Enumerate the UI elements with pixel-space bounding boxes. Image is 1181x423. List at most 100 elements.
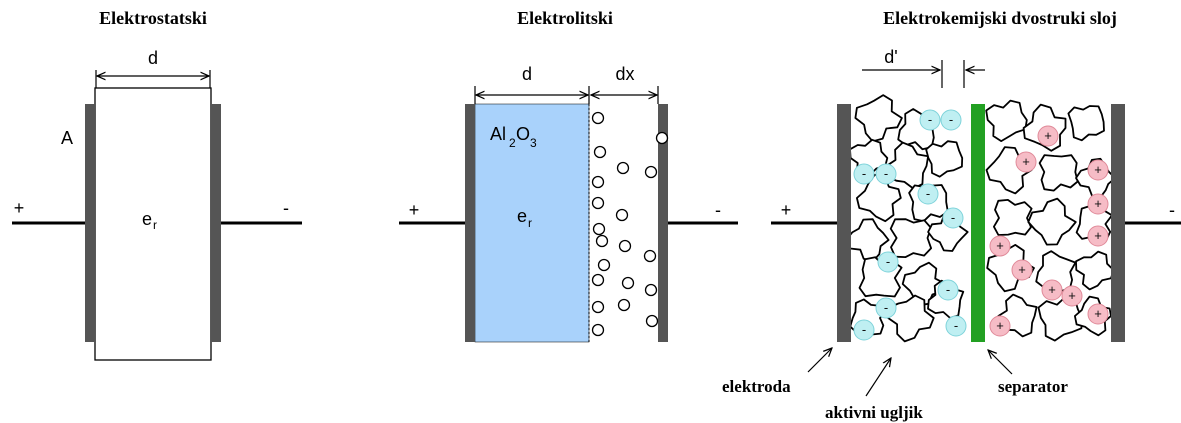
carbon-particle (985, 99, 1028, 142)
carbon-particle (986, 244, 1035, 293)
electrolyte-particle (591, 175, 605, 189)
svg-text:-: - (884, 300, 888, 315)
panel-title-double-layer: Elektrokemijski dvostruki sloj (883, 8, 1117, 28)
electrode-plate-left (85, 104, 95, 342)
positive-ion: + (1061, 285, 1083, 307)
electrolyte-particle (655, 131, 669, 145)
positive-ion: + (1037, 125, 1059, 147)
electrolyte-particle (644, 165, 658, 179)
electrode-plate-left (837, 104, 851, 342)
svg-text:+: + (1044, 128, 1052, 143)
svg-text:-: - (946, 282, 950, 297)
caption-separator: separator (998, 377, 1068, 396)
positive-ion: + (1087, 225, 1109, 247)
svg-text:+: + (1048, 282, 1056, 297)
electrolyte-particle (592, 222, 606, 236)
electrolyte-particle (621, 276, 635, 290)
electrode-plate-right (658, 104, 668, 342)
svg-text:+: + (1094, 196, 1102, 211)
caption-arrow-separator (988, 350, 1013, 375)
electrolyte-particle (591, 111, 605, 125)
electrolyte-particle (618, 239, 632, 253)
oxide-formula-sub-3: 3 (530, 136, 537, 150)
distance-label-d: d (522, 64, 532, 84)
minus-sign: - (715, 200, 721, 220)
oxide-formula-o: O (516, 124, 530, 144)
svg-text:-: - (926, 186, 930, 201)
electrolyte-particle (616, 161, 630, 175)
svg-text:+: + (1094, 162, 1102, 177)
negative-ion: - (917, 183, 939, 205)
positive-ion: + (1087, 159, 1109, 181)
positive-ion: + (1087, 303, 1109, 325)
electrode-plate-left (465, 104, 475, 342)
panel-electrolytic: Elektrolitski d dx + - Al 2 O 3 e r (399, 8, 738, 343)
carbon-particle (993, 199, 1033, 236)
electrode-plate-right (1111, 104, 1125, 342)
svg-text:-: - (884, 166, 888, 181)
caption-active-carbon: aktivni ugljik (825, 403, 923, 422)
panel-title-electrostatic: Elektrostatski (99, 8, 207, 28)
negative-ion: - (875, 163, 897, 185)
electrolyte-particle (593, 145, 607, 159)
negative-ion: - (942, 207, 964, 229)
electrolyte-particle (615, 208, 629, 222)
negative-ion: - (940, 109, 962, 131)
svg-text:-: - (951, 210, 955, 225)
negative-ion: - (919, 109, 941, 131)
negative-ion: - (853, 163, 875, 185)
positive-ion: + (989, 315, 1011, 337)
minus-sign: - (1169, 200, 1175, 220)
positive-ion: + (1011, 259, 1033, 281)
electrolyte-particle (617, 298, 631, 312)
carbon-particle (1027, 197, 1077, 246)
caption-arrow-electrode (807, 348, 832, 373)
plus-sign: + (14, 198, 25, 218)
dielectric-region (94, 87, 212, 361)
permittivity-subscript: r (153, 218, 157, 232)
electrolyte-particle (597, 258, 611, 272)
svg-text:+: + (1018, 262, 1026, 277)
svg-text:+: + (996, 238, 1004, 253)
electrolyte-particle (591, 323, 605, 337)
carbon-particle (1038, 154, 1079, 192)
electrolyte-particle (645, 314, 659, 328)
svg-text:-: - (886, 254, 890, 269)
svg-text:-: - (862, 166, 866, 181)
svg-text:+: + (1094, 228, 1102, 243)
distance-label-d-prime: d' (884, 47, 897, 67)
permittivity-subscript: r (528, 216, 532, 230)
separator-bar (971, 104, 985, 342)
svg-text:-: - (954, 318, 958, 333)
carbon-particle (1067, 105, 1105, 142)
carbon-particle (854, 94, 903, 143)
double-layer-ions: -----------+++++++++++ (853, 109, 1109, 341)
positive-ion: + (989, 235, 1011, 257)
caption-arrow-carbon (865, 358, 891, 397)
electrode-plate-right (211, 104, 221, 342)
distance-label-dx: dx (615, 64, 634, 84)
svg-text:+: + (1094, 306, 1102, 321)
panel-title-electrolytic: Elektrolitski (517, 8, 613, 28)
plus-sign: + (409, 200, 420, 220)
electrolyte-particle (591, 300, 605, 314)
positive-ion: + (1087, 193, 1109, 215)
caption-electrode: elektroda (722, 377, 791, 396)
svg-text:-: - (949, 112, 953, 127)
minus-sign: - (283, 198, 289, 218)
electrolyte-particle (595, 234, 609, 248)
negative-ion: - (945, 315, 967, 337)
carbon-particle (1075, 250, 1115, 291)
negative-ion: - (937, 279, 959, 301)
oxide-formula-sub-2: 2 (509, 136, 516, 150)
oxide-formula-al: Al (490, 124, 506, 144)
electrolyte-particle (591, 273, 605, 287)
plus-sign: + (781, 200, 792, 220)
svg-text:-: - (928, 112, 932, 127)
permittivity-symbol: e (517, 206, 527, 226)
distance-label-d: d (148, 48, 158, 68)
carbon-particle (925, 140, 964, 178)
carbon-particle (889, 218, 932, 258)
negative-ion: - (853, 319, 875, 341)
